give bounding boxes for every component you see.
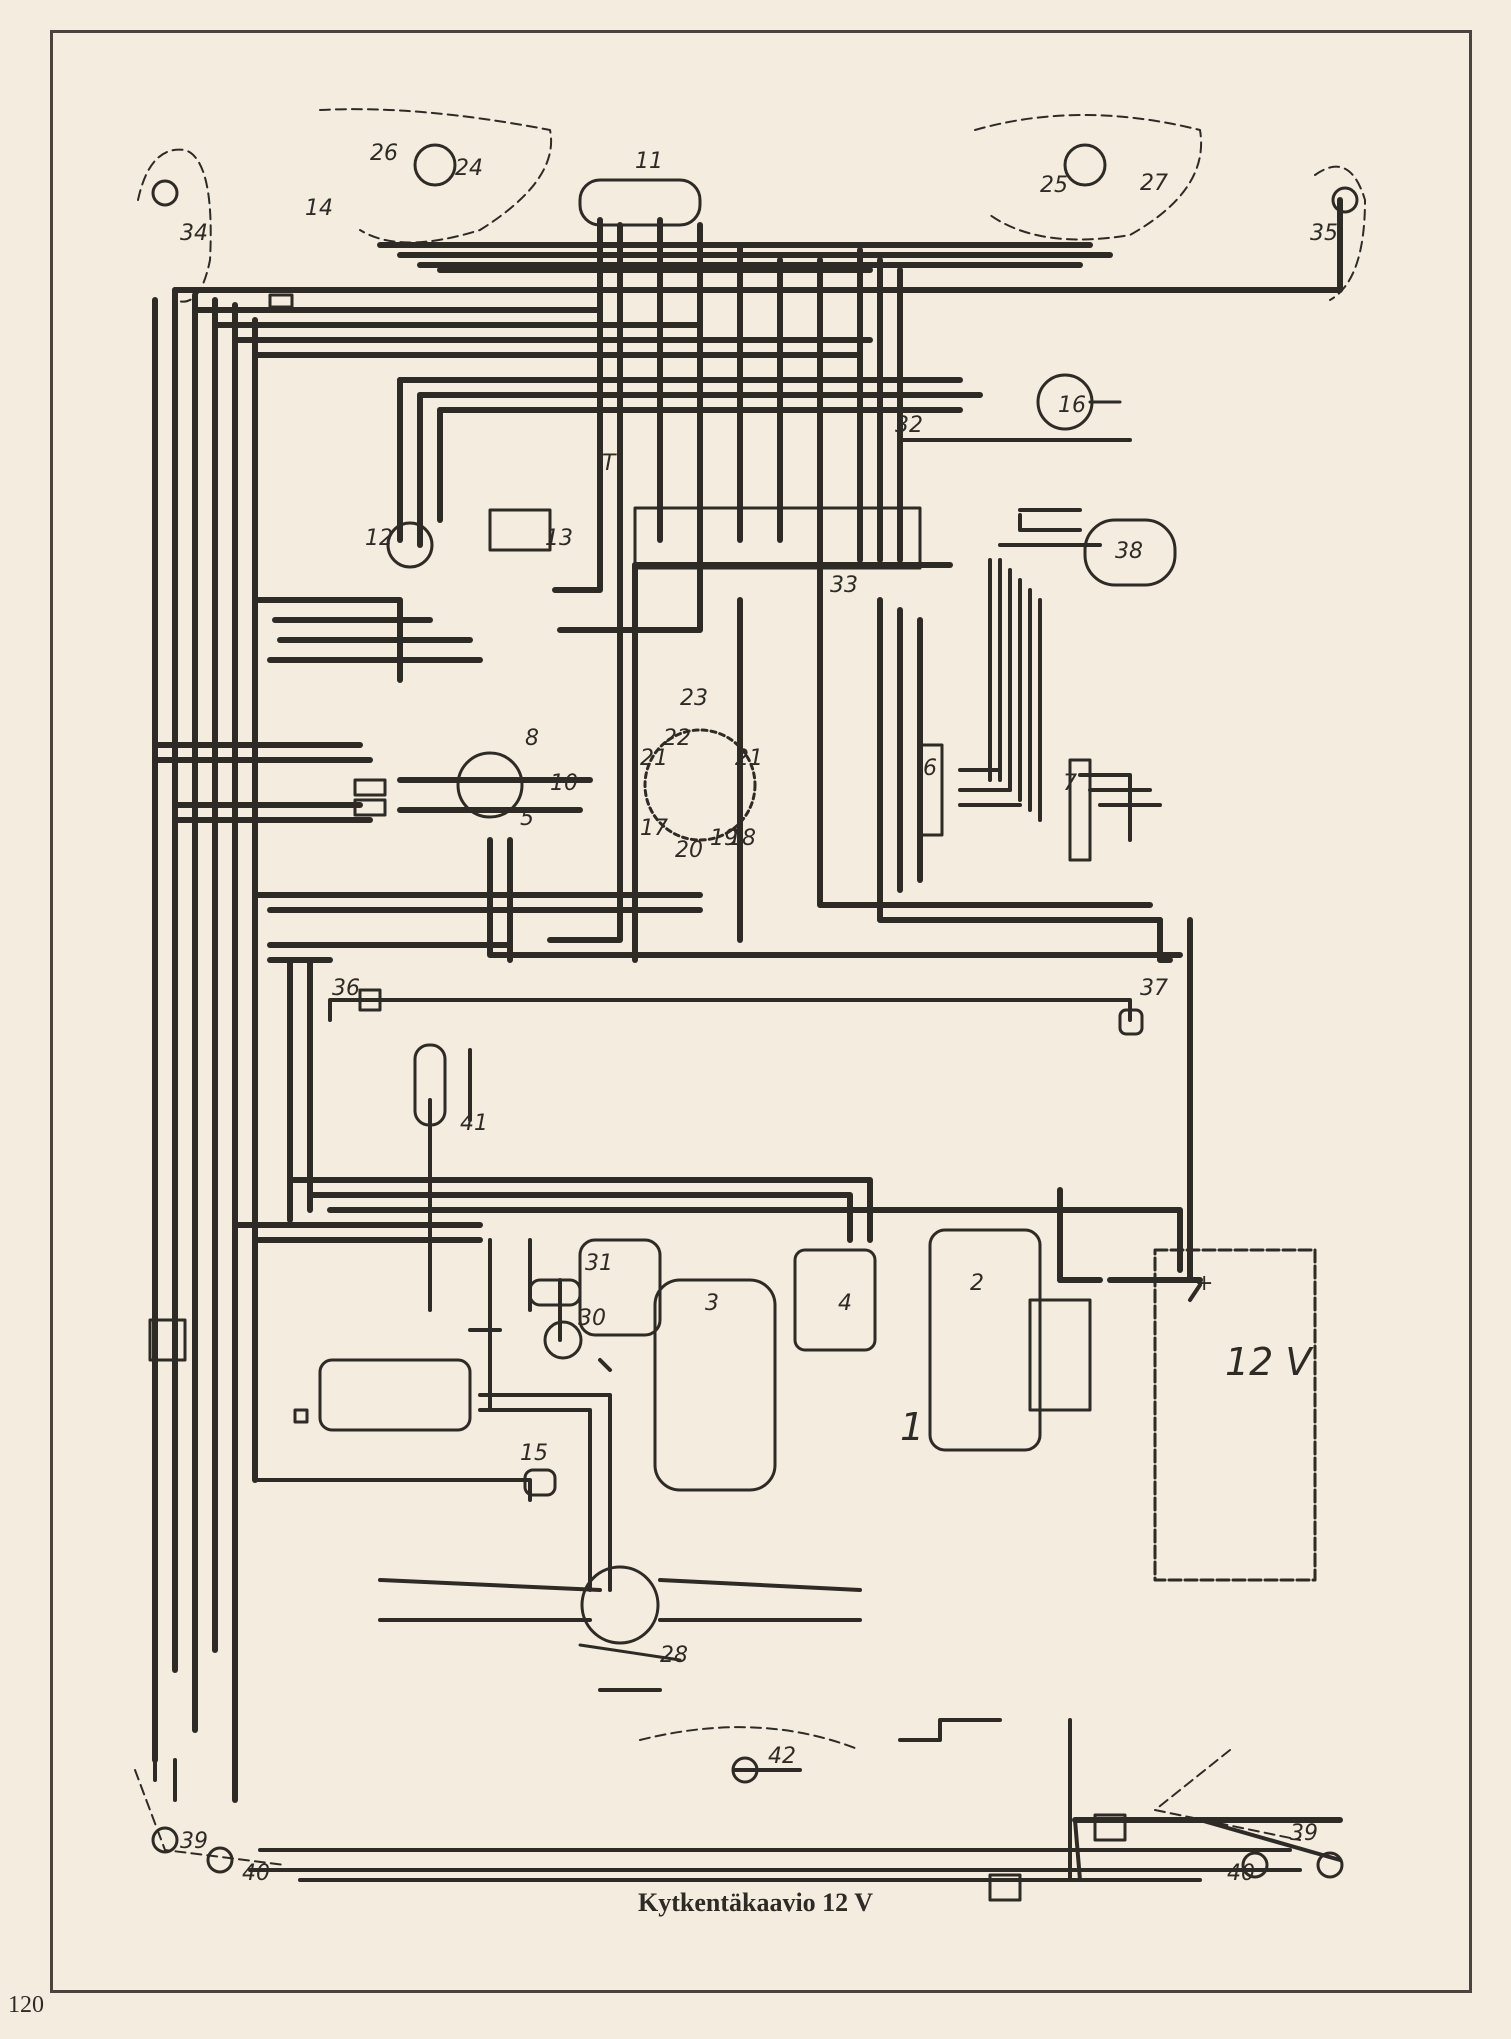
label-35: 35 <box>1310 221 1338 246</box>
label-34: 34 <box>180 221 208 246</box>
label-15: 15 <box>520 1441 548 1466</box>
label-12: 12 <box>365 526 393 551</box>
label-21b: 21 <box>735 746 763 771</box>
label-17: 17 <box>640 816 668 841</box>
label-40a: 40 <box>242 1861 270 1886</box>
lamp-housings <box>134 108 1366 1866</box>
label-T: T <box>602 451 617 476</box>
label-28: 28 <box>660 1643 688 1668</box>
label-24: 24 <box>455 156 483 181</box>
label-14: 14 <box>305 196 333 221</box>
generator-number: 3 <box>705 1291 719 1316</box>
label-21a: 21 <box>640 746 668 771</box>
label-31: 31 <box>585 1251 613 1276</box>
thin-wires <box>153 438 1342 1882</box>
component-labels: 1 2 3 4 5 6 7 8 10 11 12 13 14 15 16 17 … <box>180 141 1338 1886</box>
label-18: 18 <box>728 826 756 851</box>
label-5: 5 <box>520 806 534 831</box>
label-25: 25 <box>1040 173 1068 198</box>
label-23: 23 <box>680 686 708 711</box>
page-number: 120 <box>8 1992 44 2018</box>
label-30: 30 <box>578 1306 606 1331</box>
label-20: 20 <box>675 838 703 863</box>
label-13: 13 <box>545 526 573 551</box>
label-26: 26 <box>370 141 398 166</box>
label-42: 42 <box>768 1744 796 1769</box>
page-border <box>50 30 1472 1993</box>
diagram-caption: Kytkentäkaavio 12 V <box>638 1888 873 1917</box>
component-bodies <box>148 143 1359 1902</box>
label-37: 37 <box>1140 976 1168 1001</box>
label-40b: 40 <box>1227 1861 1255 1886</box>
battery-voltage: 12 V <box>1225 1340 1314 1384</box>
label-36: 36 <box>332 976 360 1001</box>
harness <box>152 197 1343 1823</box>
regulator-number: 4 <box>838 1291 852 1316</box>
battery-plus: + <box>1195 1271 1213 1296</box>
battery-number: 1 <box>900 1405 924 1449</box>
label-11: 11 <box>635 149 663 174</box>
starter-number: 2 <box>970 1271 984 1296</box>
label-7: 7 <box>1063 771 1077 796</box>
label-32: 32 <box>895 413 923 438</box>
label-33: 33 <box>830 573 858 598</box>
label-10: 10 <box>550 771 578 796</box>
label-39b: 39 <box>1290 1821 1318 1846</box>
label-22: 22 <box>663 726 691 751</box>
label-6: 6 <box>923 756 937 781</box>
label-41: 41 <box>460 1111 488 1136</box>
label-8: 8 <box>525 726 539 751</box>
label-38: 38 <box>1115 539 1143 564</box>
label-16: 16 <box>1058 393 1086 418</box>
label-19: 19 <box>710 826 738 851</box>
label-39a: 39 <box>180 1829 208 1854</box>
label-27: 27 <box>1140 171 1168 196</box>
